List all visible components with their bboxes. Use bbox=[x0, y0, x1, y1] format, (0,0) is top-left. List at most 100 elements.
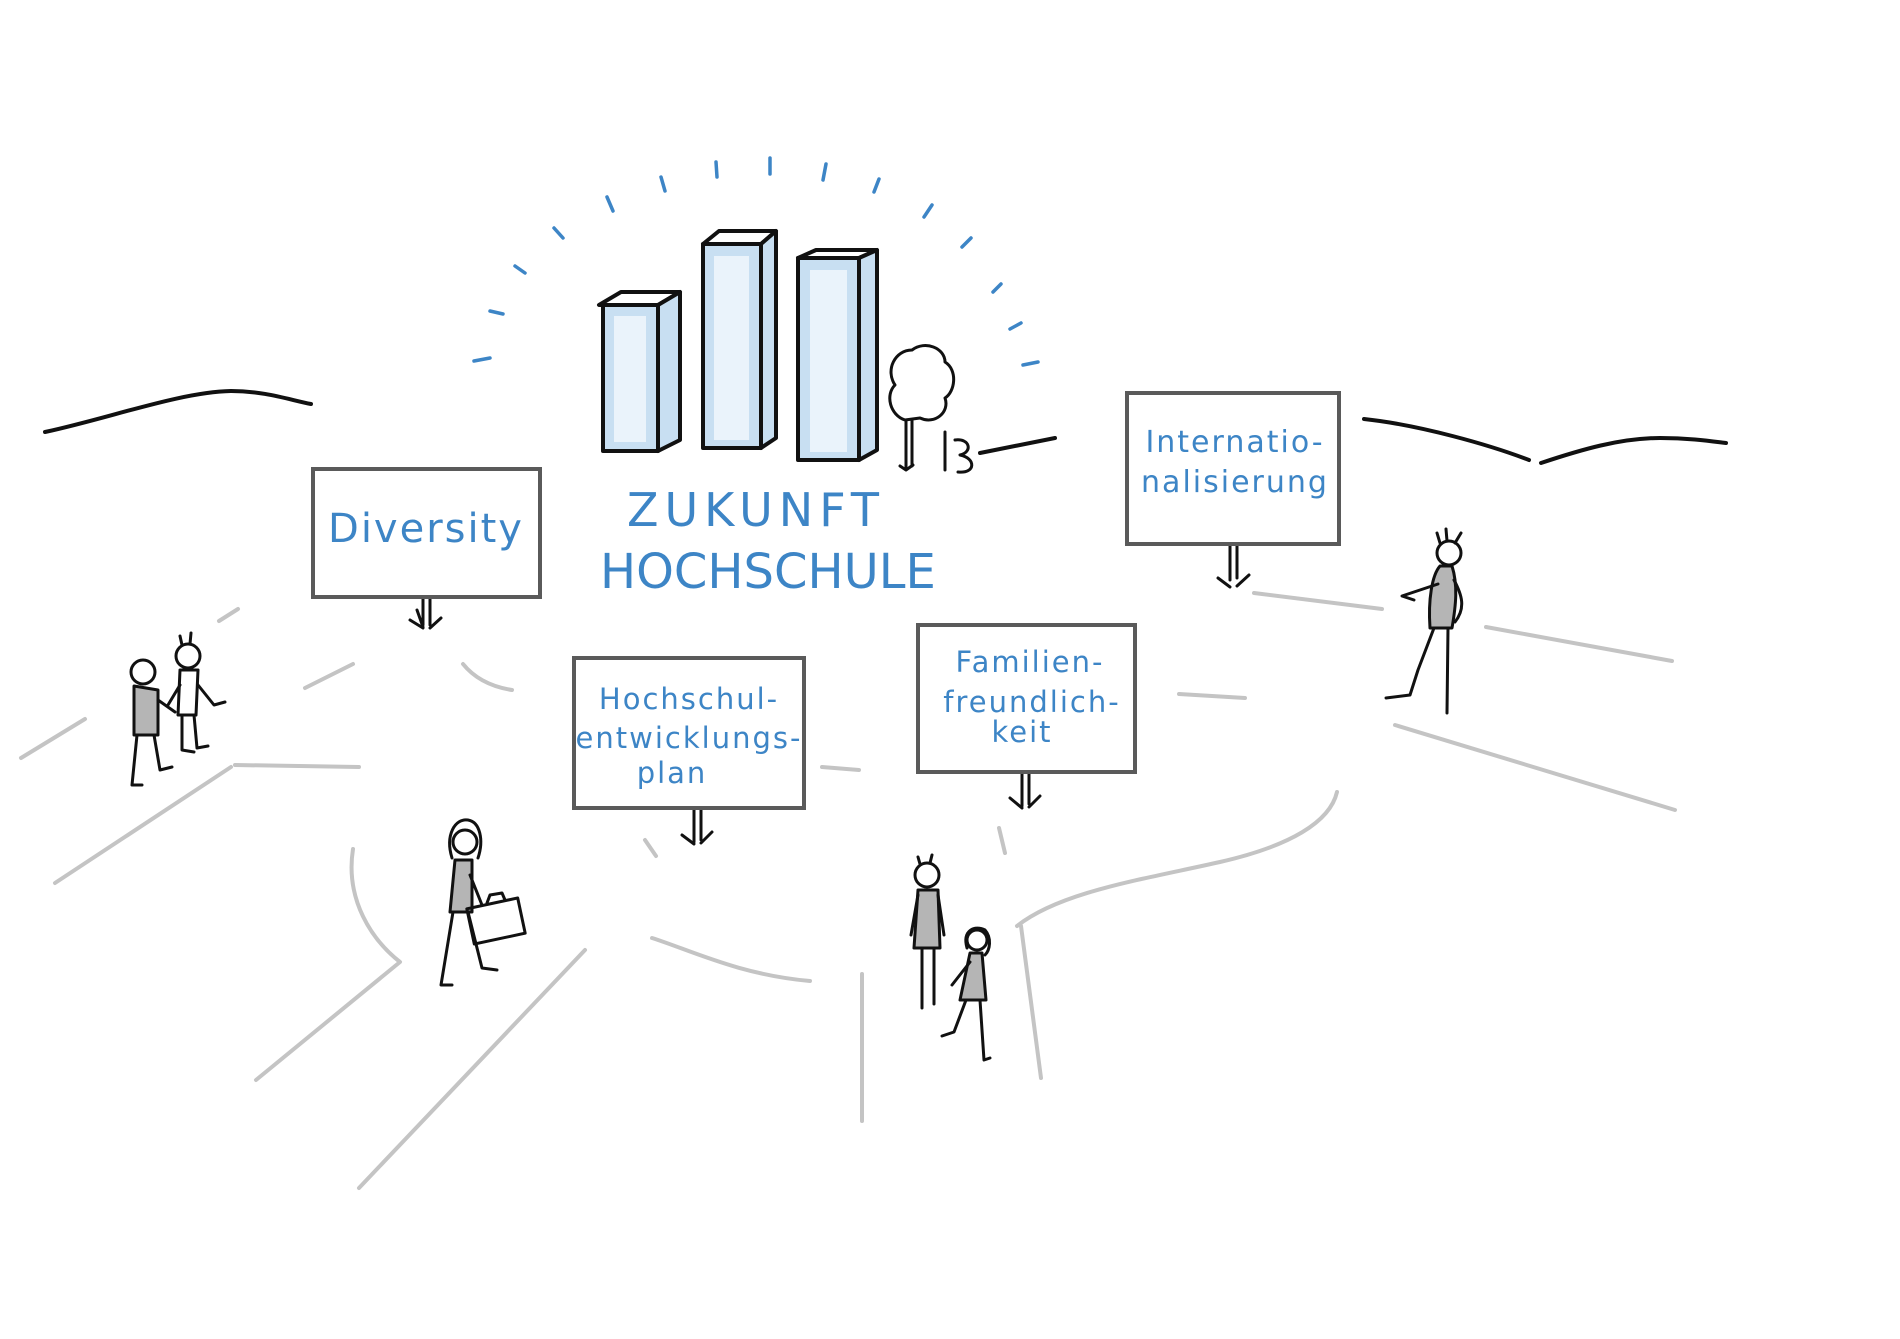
person-head bbox=[913, 861, 941, 889]
ray bbox=[552, 226, 565, 240]
ray bbox=[472, 356, 492, 363]
person-hair bbox=[1435, 527, 1463, 545]
child-head bbox=[965, 928, 989, 952]
title-line-2: HOCHSCHULE bbox=[600, 544, 936, 600]
person-head bbox=[129, 658, 157, 686]
road-line bbox=[233, 763, 361, 769]
person-pointing bbox=[1384, 527, 1464, 715]
hill-middle bbox=[978, 436, 1057, 455]
title: ZUKUNFT HOCHSCHULE bbox=[600, 483, 936, 600]
ray bbox=[659, 175, 667, 193]
person-body bbox=[1428, 564, 1458, 630]
person-with-briefcase bbox=[439, 818, 527, 987]
person-parent-child bbox=[909, 853, 992, 1062]
ray bbox=[821, 162, 828, 182]
roads bbox=[19, 591, 1677, 1190]
ray bbox=[605, 195, 615, 213]
sign-board bbox=[1125, 391, 1341, 546]
road-line bbox=[820, 765, 861, 772]
ray bbox=[960, 236, 973, 249]
road-line bbox=[1252, 591, 1384, 611]
sign-diversity: Diversity bbox=[311, 467, 542, 630]
road-line bbox=[643, 838, 658, 858]
road-line bbox=[1177, 692, 1247, 700]
building-side bbox=[656, 290, 682, 453]
road-line bbox=[650, 936, 812, 983]
briefcase bbox=[465, 896, 527, 946]
person-head bbox=[451, 828, 479, 856]
bush bbox=[943, 430, 974, 474]
road-line bbox=[1393, 723, 1677, 812]
building-side bbox=[759, 229, 778, 450]
person-head bbox=[174, 642, 202, 670]
person-limbs bbox=[130, 698, 177, 787]
sign-post bbox=[1008, 770, 1042, 810]
buildings bbox=[597, 229, 879, 462]
road-line bbox=[357, 948, 587, 1190]
sign-label: Diversity bbox=[328, 506, 524, 552]
building-highlight bbox=[614, 316, 646, 442]
ray bbox=[1008, 321, 1023, 331]
person-hair bbox=[448, 818, 483, 860]
sign-label-line-1: Familien- bbox=[956, 645, 1105, 679]
sign-hochschulentwicklungsplan: Hochschul- entwicklungs- plan bbox=[572, 656, 806, 846]
child-hair bbox=[964, 926, 991, 957]
child-limbs bbox=[940, 960, 992, 1062]
sign-internationalisierung: Internatio- nalisierung bbox=[1125, 391, 1341, 589]
road-line bbox=[53, 765, 233, 885]
hill-right-2 bbox=[1539, 436, 1728, 465]
sign-board bbox=[572, 656, 806, 810]
sign-post bbox=[408, 595, 443, 630]
person-body bbox=[132, 684, 160, 737]
sign-post bbox=[1216, 542, 1251, 589]
person-body bbox=[448, 858, 474, 914]
title-line-1: ZUKUNFT bbox=[627, 483, 885, 537]
building-highlight bbox=[714, 256, 749, 440]
sign-label-line-2: freundlich- bbox=[943, 685, 1120, 719]
tree-trunk bbox=[898, 418, 915, 472]
road-line bbox=[303, 662, 355, 690]
road-line bbox=[217, 607, 240, 623]
person-limbs bbox=[909, 893, 946, 1010]
ray bbox=[488, 309, 505, 316]
building-highlight bbox=[810, 270, 847, 452]
road-line bbox=[1484, 625, 1674, 663]
person-limbs bbox=[1384, 578, 1464, 715]
sign-board bbox=[916, 623, 1137, 774]
building-right bbox=[796, 248, 879, 462]
sign-label-line-2: nalisierung bbox=[1141, 465, 1329, 500]
building-middle bbox=[701, 229, 778, 450]
ray bbox=[513, 264, 527, 275]
child-body bbox=[958, 951, 988, 1002]
ray bbox=[714, 160, 719, 179]
sign-post bbox=[680, 806, 714, 846]
sign-label-line-1: Internatio- bbox=[1145, 425, 1324, 460]
hills bbox=[43, 389, 1728, 465]
person-pair bbox=[129, 631, 227, 787]
sign-label-line-3: plan bbox=[637, 756, 708, 790]
sign-label-line-2: entwicklungs- bbox=[576, 721, 803, 755]
ray bbox=[872, 177, 881, 194]
ray bbox=[922, 203, 934, 219]
building-side bbox=[857, 248, 879, 462]
road-line bbox=[254, 847, 402, 1082]
person-head bbox=[1435, 539, 1463, 567]
person-hair bbox=[916, 853, 934, 866]
tree bbox=[888, 344, 974, 474]
ray bbox=[1021, 360, 1040, 367]
road-line bbox=[461, 662, 514, 692]
building-left bbox=[597, 290, 682, 453]
hill-left bbox=[43, 389, 313, 434]
tree-crown bbox=[888, 344, 956, 422]
hill-right-1 bbox=[1362, 417, 1531, 462]
sun-rays bbox=[472, 156, 1040, 367]
sign-label-line-1: Hochschul- bbox=[599, 682, 779, 716]
sign-board bbox=[311, 467, 542, 599]
person-hair bbox=[178, 631, 193, 647]
sign-label-line-3: keit bbox=[991, 715, 1052, 749]
road-line bbox=[1019, 924, 1043, 1080]
person-limbs bbox=[166, 683, 227, 754]
sign-familienfreundlichkeit: Familien- freundlich- keit bbox=[916, 623, 1137, 810]
road-line bbox=[997, 826, 1007, 855]
